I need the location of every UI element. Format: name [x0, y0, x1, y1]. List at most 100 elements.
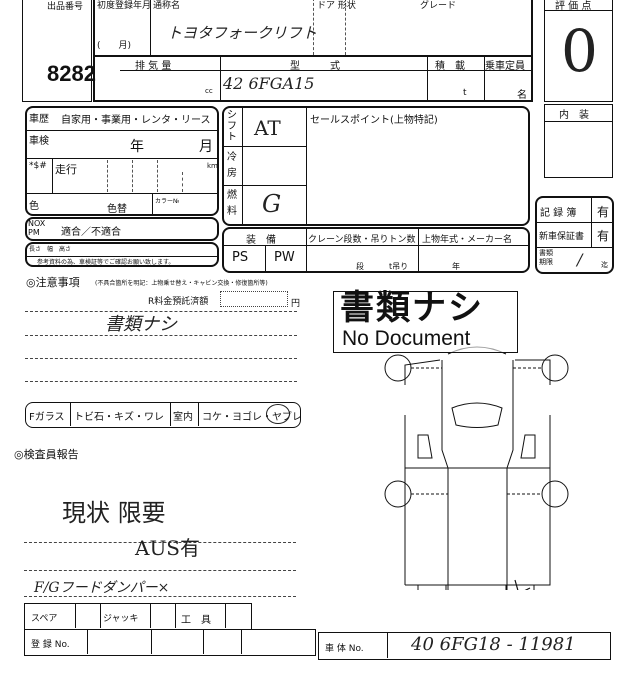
first-reg-label: 初度登録年月	[97, 1, 152, 11]
lot-number: 8282	[47, 61, 96, 86]
displacement-unit: cc	[205, 87, 213, 95]
displacement-label: 排 気 量	[135, 61, 172, 72]
capacity-unit: 名	[517, 90, 527, 101]
equipment-label: 装 備	[246, 235, 276, 246]
yen-unit: 円	[291, 299, 301, 309]
chassis-number: 40 6FG18 - 11981	[411, 634, 576, 655]
load-unit: t	[463, 88, 467, 98]
inspector-line-2: AUS有	[135, 536, 200, 560]
wheel-front-right	[541, 354, 569, 382]
model-name-label: 通称名	[153, 1, 181, 11]
glass-item-stains: コケ・ヨゴレ・ヤブレ	[202, 412, 302, 423]
notes-subtitle: (不具合箇所を明記：上物乗せ替え・キャビン交換・修復箇所等)	[95, 280, 268, 287]
windshield	[451, 402, 503, 428]
rear-step-left	[417, 584, 447, 590]
dims-labels: 長さ 幅 高さ	[29, 246, 72, 253]
body-unit: 年	[452, 262, 460, 271]
history-label: 車歴	[29, 114, 49, 125]
fuel-value: G	[262, 190, 282, 218]
body-outline	[404, 359, 551, 586]
rear-step-right	[505, 584, 535, 590]
glass-item-fglass: Fガラス	[29, 412, 65, 423]
equipment-box: 装 備 PS PW クレーン段数・吊りトン数 段 t吊り 上物年式・メーカー名 …	[222, 227, 530, 273]
stamp-en: No Document	[342, 327, 471, 350]
jack-label: ジャッキ	[103, 614, 139, 624]
chassis-label: 車 体 No.	[325, 644, 364, 654]
load-label: 積 載	[435, 61, 465, 72]
nox-label: NOX PM	[28, 219, 46, 237]
model-name: トヨタフォークリフト	[167, 24, 318, 42]
mileage-prefix: *$#	[29, 161, 47, 171]
color-change: 色替	[107, 204, 127, 215]
docs-deadline-value: /	[577, 250, 583, 269]
dims-box: 長さ 幅 高さ 参考資料の為、車検証等でご確認お願い致します。	[25, 242, 219, 267]
history-options: 自家用・事業用・レンタ・リース	[61, 115, 211, 126]
reg-no-box: 登 録 No.	[24, 629, 316, 656]
interior-box: 内 装	[544, 104, 613, 178]
ac-label: 冷房	[227, 152, 237, 179]
glass-item-interior: 室内	[173, 412, 193, 423]
score-label: 評 価 点	[555, 1, 592, 12]
record-book-label: 記 録 簿	[540, 208, 577, 219]
axle-lines	[411, 367, 542, 495]
warranty-value: 有	[597, 229, 610, 243]
inspector-line-1: 現状 限要	[62, 499, 166, 527]
docs-deadline-label: 書類期限	[539, 249, 553, 266]
inspector-title: ◎検査員報告	[14, 448, 79, 461]
spare-label: スペア	[31, 614, 58, 624]
chassis-no-box: 車 体 No. 40 6FG18 - 11981	[318, 632, 611, 660]
fuel-label: 燃料	[227, 190, 237, 217]
crane-unit-ton: t吊り	[389, 262, 409, 271]
side-windows	[417, 434, 536, 459]
type-value: 42 6FGA15	[223, 74, 315, 93]
cab	[441, 360, 514, 590]
nox-box: NOX PM 適合／不適合	[25, 217, 219, 241]
score-box: 評 価 点 0	[544, 0, 613, 102]
stamp-jp: 書類ナシ	[340, 288, 484, 328]
crane-label: クレーン段数・吊りトン数	[308, 235, 416, 245]
recycle-label: R料金預託済額	[148, 297, 209, 307]
vehicle-info-box: 初度登録年月 ( 月) 通称名 トヨタフォークリフト ドア 形状 グレード 排 …	[93, 0, 533, 102]
color-no: カラー№	[155, 198, 180, 205]
crane-unit-stage: 段	[356, 262, 364, 271]
shift-label: シフト	[227, 110, 237, 143]
color-label: 色	[29, 201, 39, 212]
dims-note: 参考資料の為、車検証等でご確認お願い致します。	[37, 259, 175, 266]
recycle-amount-field	[220, 291, 288, 307]
no-document-stamp: 書類ナシ No Document	[333, 288, 518, 353]
inspection-month: 月	[199, 139, 213, 155]
wheel-rear-left	[384, 480, 412, 508]
type-label: 型 式	[290, 61, 340, 72]
vehicle-diagram	[384, 346, 569, 590]
door-label: ドア 形状	[317, 1, 356, 11]
km-unit: km	[207, 162, 218, 170]
records-box: 記 録 簿 有 新車保証書 有 書類期限 / 迄	[535, 196, 614, 274]
lot-box: 出品番号 8282	[22, 0, 96, 102]
inspector-line-3: F/Gフードダンパー×	[34, 580, 170, 596]
warranty-label: 新車保証書	[539, 232, 585, 242]
wheel-front-left	[384, 354, 412, 382]
reg-no-label: 登 録 No.	[31, 640, 70, 650]
body-label: 上物年式・メーカー名	[422, 235, 513, 245]
notes-title: ◎注意事項	[26, 276, 80, 289]
interior-label: 内 装	[559, 110, 589, 121]
equipment-ps: PS	[232, 250, 249, 265]
equipment-pw: PW	[274, 250, 295, 265]
accessories-box: スペア ジャッキ 工 具	[24, 603, 252, 630]
specs-box: シフト AT 冷房 燃料 G セールスポイント(上物特記)	[222, 106, 530, 226]
glass-item-chips: トビ石・キズ・ワレ	[74, 412, 164, 423]
damage-x-mark	[514, 579, 531, 590]
lot-label: 出品番号	[47, 2, 84, 12]
docs-suffix: 迄	[601, 261, 608, 269]
shift-value: AT	[254, 116, 281, 140]
circle-mark	[266, 404, 290, 424]
notes-handwritten: 書類ナシ	[105, 314, 177, 335]
mileage-label: 走行	[55, 163, 77, 176]
tools-label: 工 具	[181, 615, 211, 626]
inspection-year: 年	[130, 139, 144, 155]
history-box: 車歴 自家用・事業用・レンタ・リース 車検 年 月 *$# 走行 km 色 色替…	[25, 106, 219, 216]
nox-value: 適合／不適合	[61, 227, 121, 238]
grade-label: グレード	[420, 1, 457, 11]
glass-box: Fガラス トビ石・キズ・ワレ 室内 コケ・ヨゴレ・ヤブレ	[25, 402, 302, 428]
wheel-rear-right	[541, 480, 569, 508]
